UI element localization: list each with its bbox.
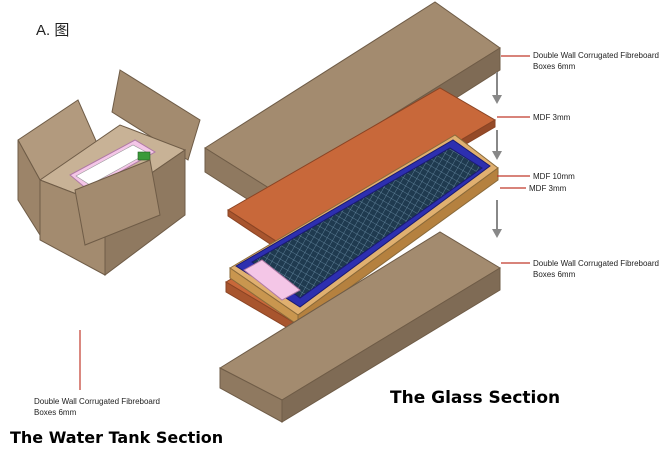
water-tank-title: The Water Tank Section (10, 428, 223, 447)
glass-section-title: The Glass Section (390, 388, 560, 408)
water-tank-label-line2: Boxes 6mm (34, 408, 77, 417)
callout-tray-line2: Boxes 6mm (533, 270, 576, 279)
down-arrow-icon (492, 130, 502, 160)
figure-label: A. 图 (36, 22, 69, 39)
callout-mdf-top: MDF 3mm (533, 113, 571, 122)
box-front-flap (74, 159, 161, 246)
bottom-cardboard-tray (218, 231, 501, 423)
glass-pink-tube (243, 259, 301, 301)
box-back-flap (111, 69, 201, 161)
tank-valve-icon (137, 151, 151, 161)
water-tank-label-line1: Double Wall Corrugated Fibreboard (34, 397, 160, 406)
down-arrow-icon (492, 200, 502, 238)
glass-callouts: Double Wall Corrugated Fibreboard Boxes … (497, 51, 659, 279)
water-tank-box (17, 69, 201, 276)
callout-mdf-base: MDF 3mm (529, 184, 567, 193)
glass-frame-assembly (225, 134, 499, 335)
callout-tray-line1: Double Wall Corrugated Fibreboard (533, 259, 659, 268)
down-arrow-icon (492, 72, 502, 104)
stack-arrows (492, 72, 502, 238)
callout-lid-line1: Double Wall Corrugated Fibreboard (533, 51, 659, 60)
callout-lid-line2: Boxes 6mm (533, 62, 576, 71)
callout-mdf-frame: MDF 10mm (533, 172, 575, 181)
